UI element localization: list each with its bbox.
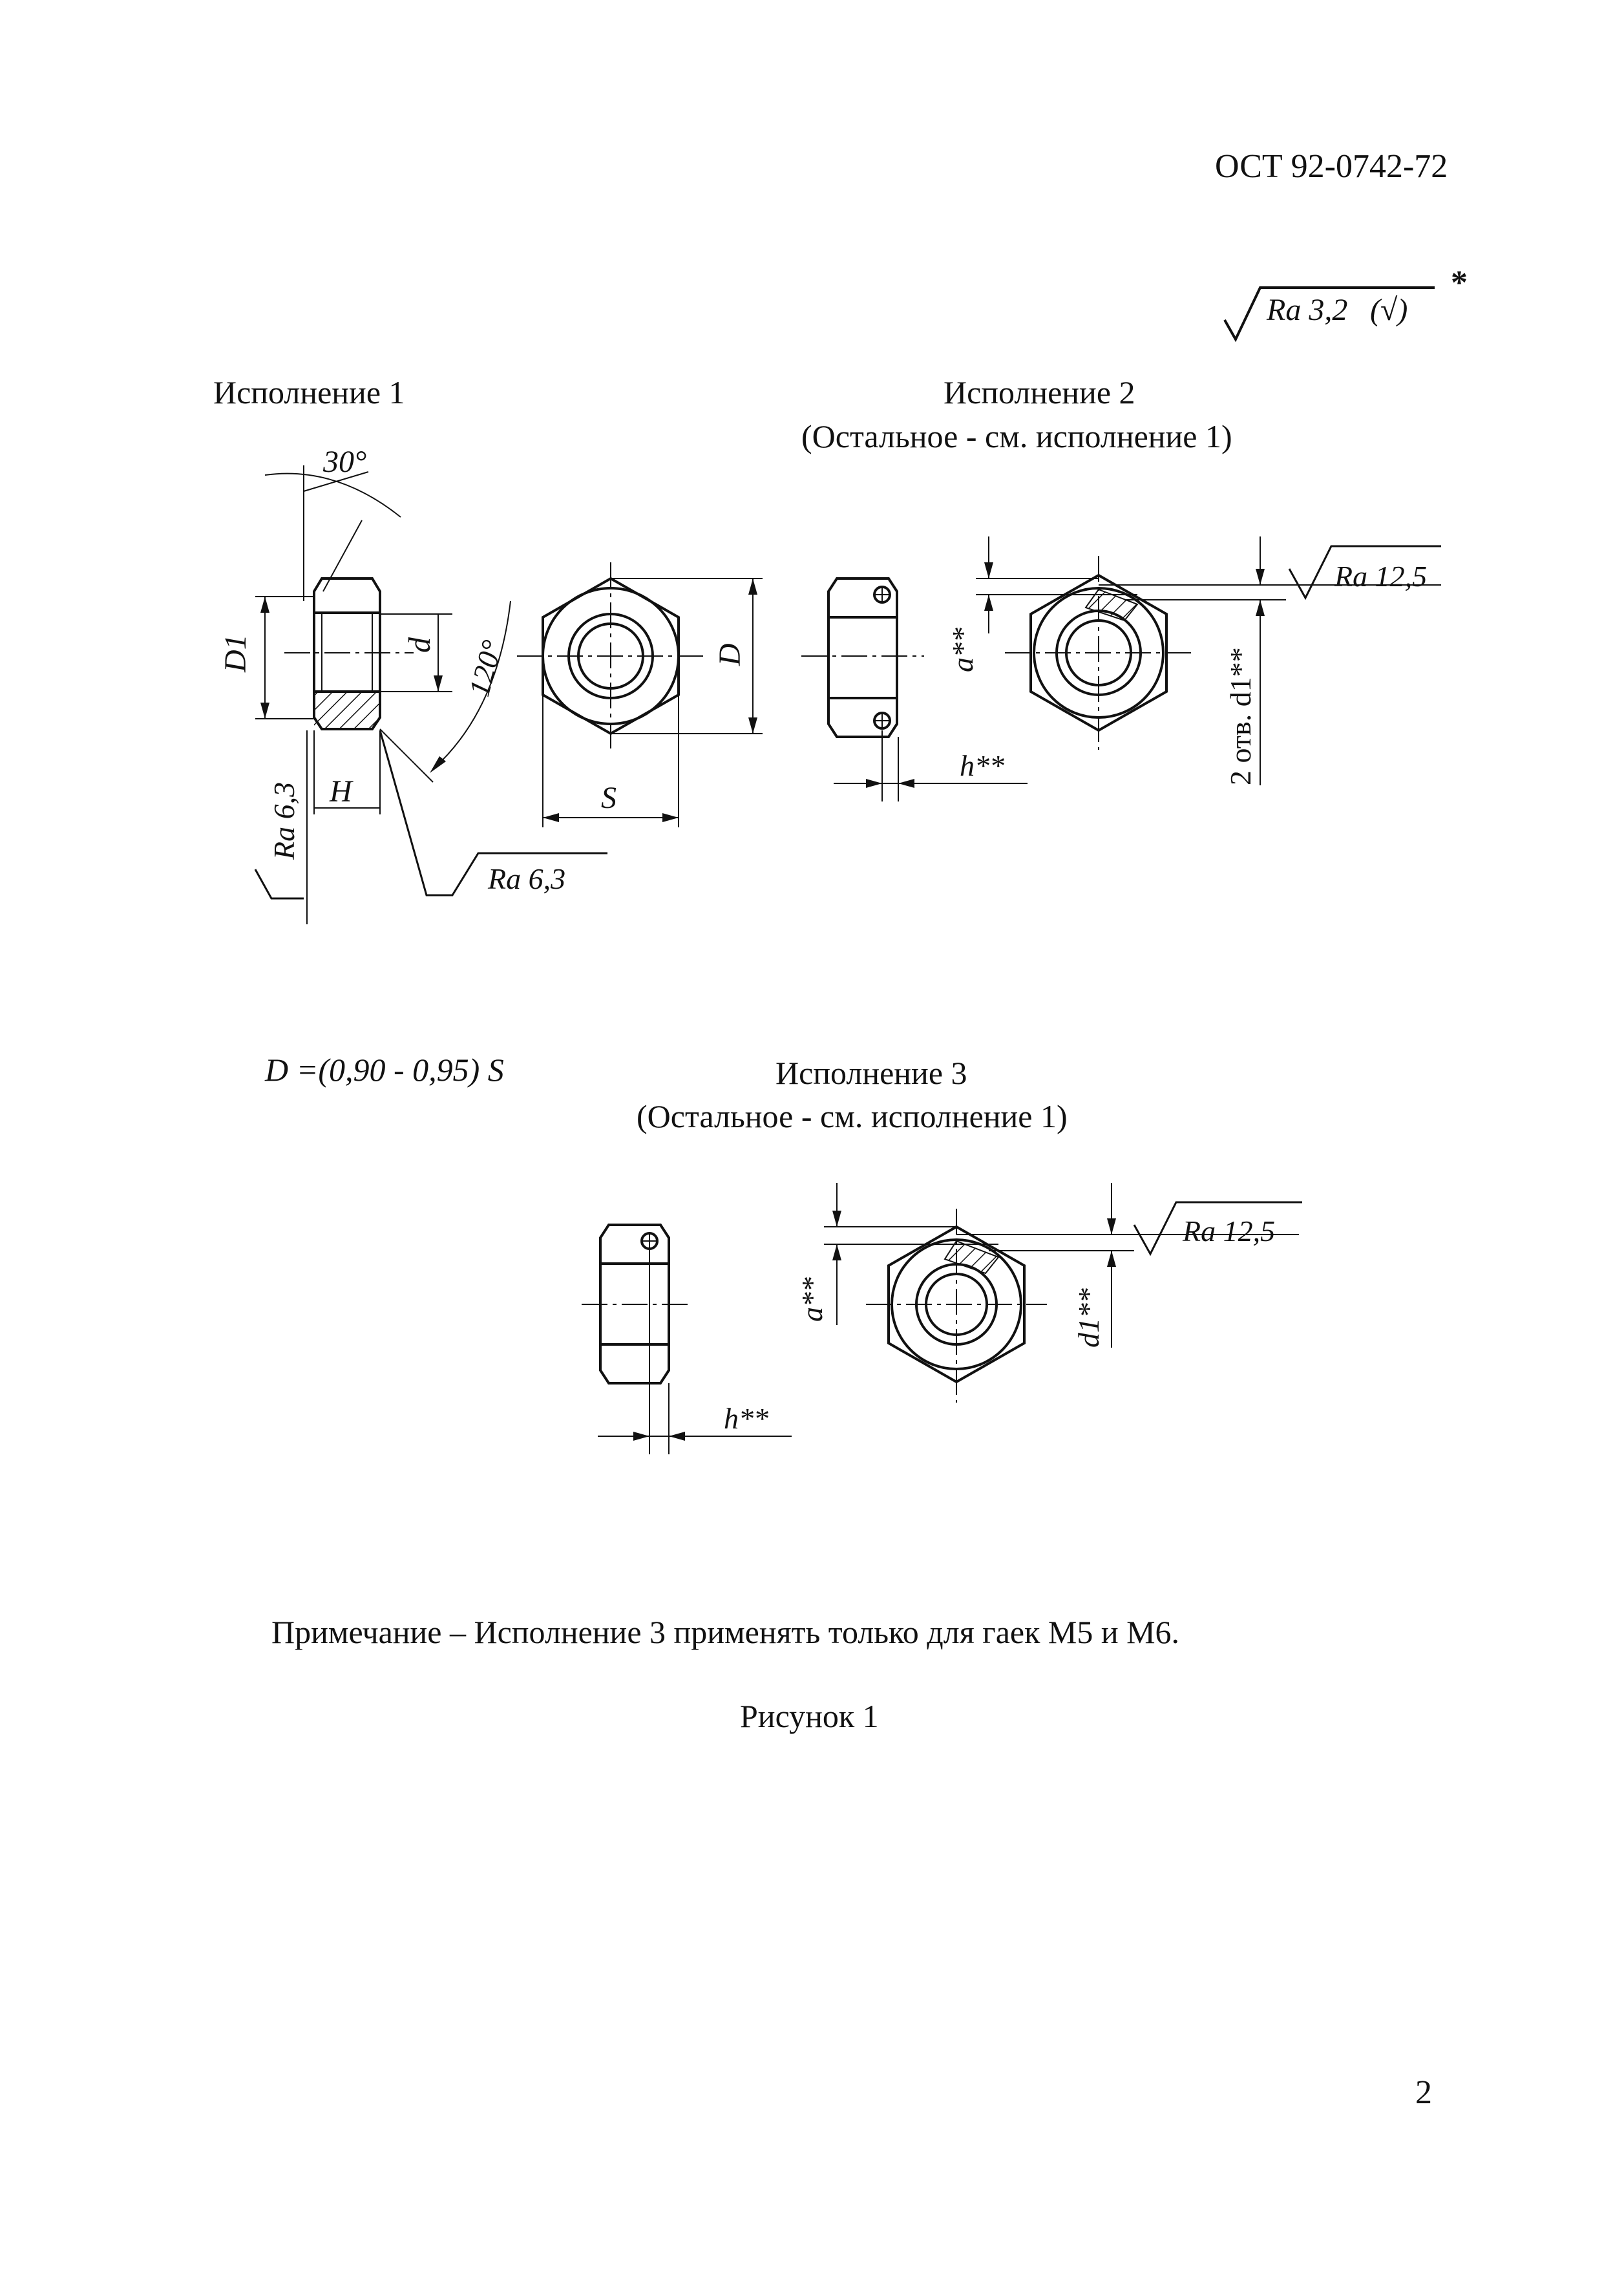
variant2-side-view [801, 577, 1028, 801]
dim-H-label: H [329, 774, 353, 809]
document-code: ОСТ 92-0742-72 [1215, 148, 1448, 185]
variant2-subtitle: (Остальное - см. исполнение 1) [801, 418, 1232, 454]
variant3-title: Исполнение 3 [775, 1055, 967, 1091]
dim-S-label: S [601, 781, 617, 815]
general-roughness-value: Ra 3,2 [1267, 293, 1348, 327]
note-text: Примечание – Исполнение 3 применять толь… [271, 1614, 1180, 1650]
v2-dim-a-label: a** [946, 628, 979, 672]
dim-D1-label: D1 [218, 634, 253, 673]
variant1-side-view [254, 465, 607, 924]
ra-left-label: Ra 6,3 [268, 782, 301, 860]
variant3-subtitle: (Остальное - см. исполнение 1) [637, 1098, 1068, 1134]
variant1-front-view [517, 562, 763, 827]
variant1-title: Исполнение 1 [213, 374, 405, 410]
variant2-front-view [976, 536, 1441, 785]
v3-dim-a-label: a** [796, 1277, 828, 1322]
variant3-front-view [824, 1183, 1302, 1403]
dim-D-label: D [713, 643, 747, 666]
general-roughness-bracket: (√) [1370, 293, 1408, 327]
diameter-formula: D =(0,90 - 0,95) S [265, 1052, 504, 1088]
v2-ra-label: Ra 12,5 [1334, 560, 1427, 593]
v3-dim-h-label: h** [724, 1402, 768, 1435]
roughness-check-icon [1223, 286, 1435, 343]
angle-30-label: 30° [322, 445, 366, 479]
ra-bottom-label: Ra 6,3 [487, 862, 565, 895]
v3-dim-d1-label: d1** [1072, 1288, 1105, 1348]
general-roughness-star: * [1451, 264, 1468, 301]
v3-ra-label: Ra 12,5 [1182, 1215, 1275, 1247]
variant3-side-view [582, 1224, 792, 1454]
general-roughness-mark: Ra 3,2 (√) * [1221, 266, 1468, 349]
figure-caption: Рисунок 1 [740, 1698, 879, 1734]
page-number: 2 [1415, 2074, 1432, 2111]
variant2-title: Исполнение 2 [944, 374, 1135, 410]
dim-d-label: d [403, 637, 437, 653]
v2-dim-h-label: h** [960, 749, 1004, 782]
v2-holes-note: 2 отв. d1** [1224, 647, 1257, 785]
angle-120-label: 120° [462, 637, 509, 700]
